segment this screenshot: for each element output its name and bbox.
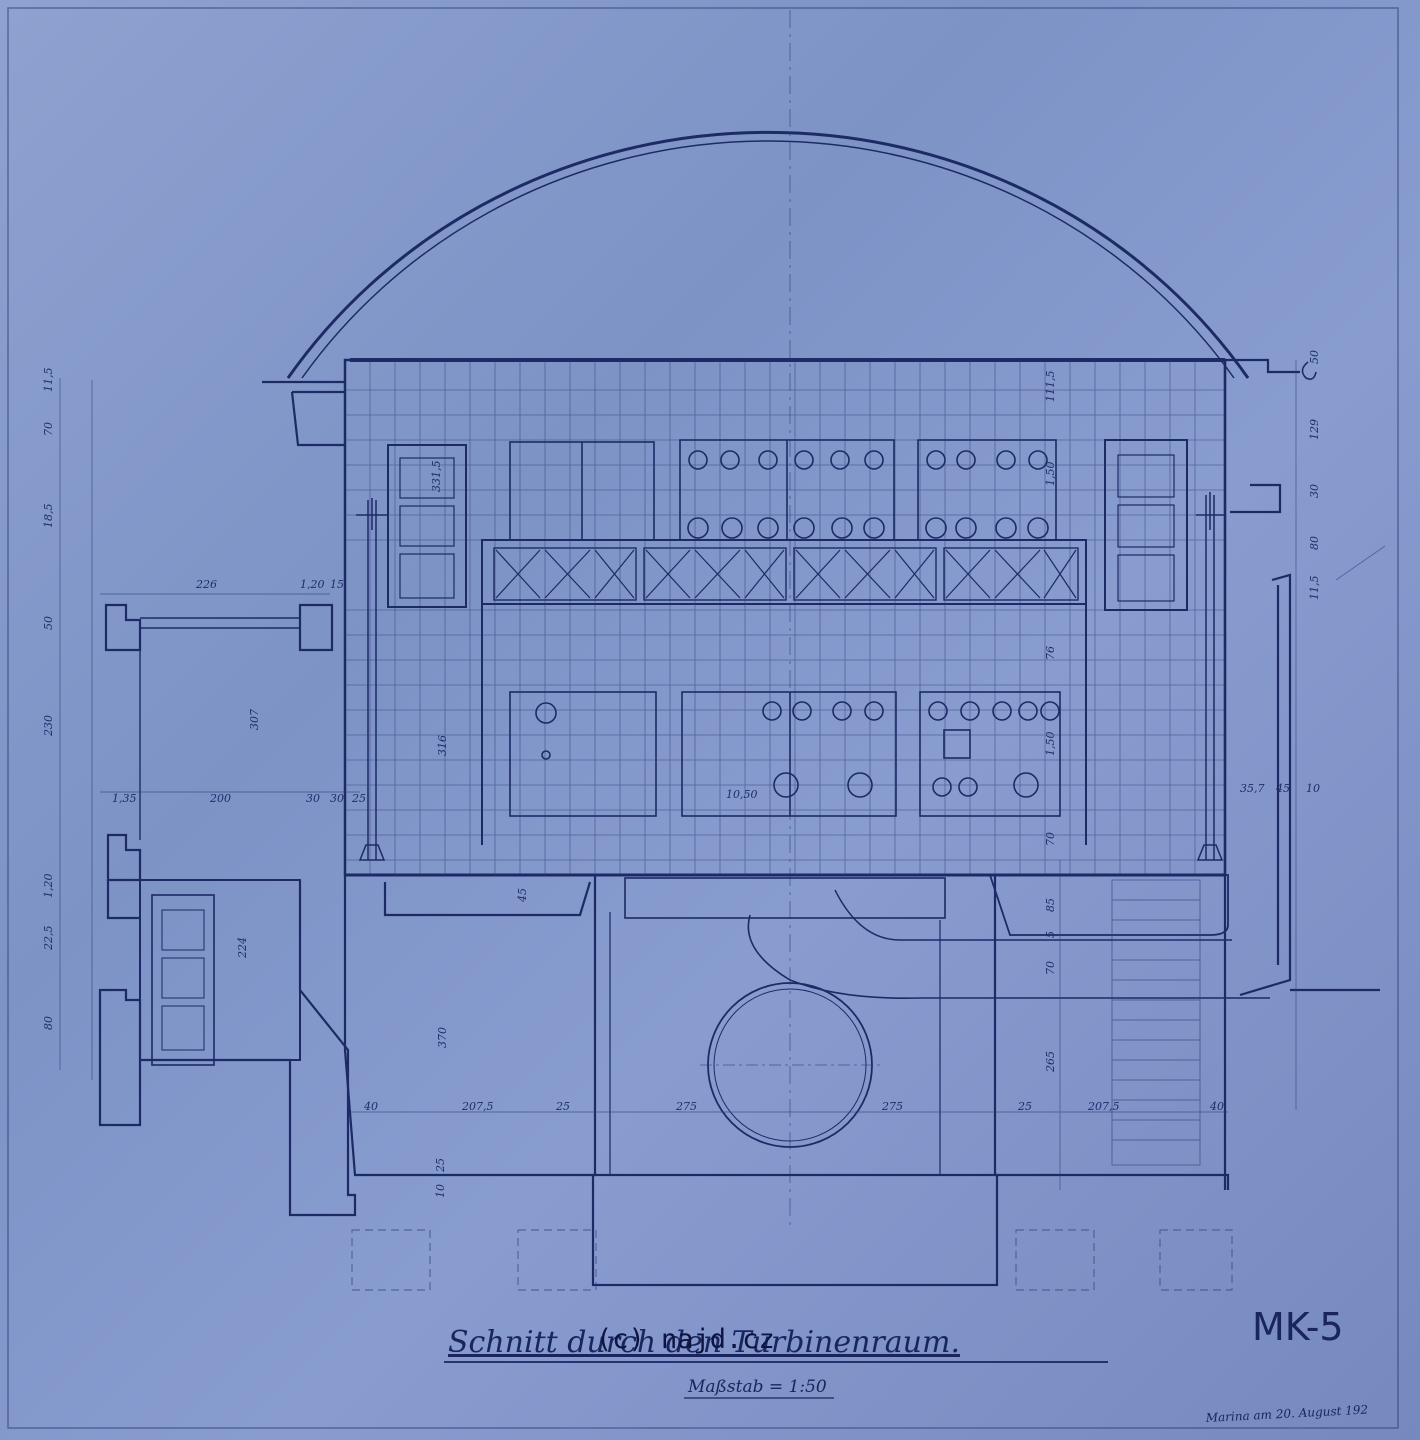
switchboard-lower <box>509 691 1061 817</box>
lower-left-room <box>139 879 357 1217</box>
hall-door-right <box>1104 439 1188 611</box>
dim-label: 40 <box>1209 1100 1224 1113</box>
dim-label: 307 <box>248 709 261 730</box>
dim-label: 370 <box>436 1027 449 1048</box>
dim-label: 11,5 <box>42 368 55 393</box>
dim-label: 70 <box>42 422 55 436</box>
dim-label: 80 <box>42 1016 55 1030</box>
dim-label: 10 <box>1306 782 1320 795</box>
dim-label: 200 <box>209 792 231 805</box>
dim-label: 275 <box>881 1100 903 1113</box>
dim-label: 1,50 <box>1044 732 1057 757</box>
gallery-railing <box>481 539 1087 845</box>
dim-label: 265 <box>1044 1051 1057 1073</box>
left-annex <box>98 380 345 1127</box>
dim-label: 18,5 <box>42 504 55 529</box>
dim-label: 111,5 <box>1044 371 1057 403</box>
dim-label: 30 <box>1308 484 1321 498</box>
dim-label: 80 <box>1308 536 1321 550</box>
dim-label: 10,50 <box>726 788 758 801</box>
dim-label: 10 <box>434 1184 447 1198</box>
dim-label: 1,20 <box>300 578 325 591</box>
dim-label: 25 <box>555 1100 570 1113</box>
dim-label: 25 <box>1017 1100 1032 1113</box>
drawing-date: Marina am 20. August 192 <box>1204 1403 1368 1426</box>
dim-label: 11,5 <box>1308 576 1321 601</box>
foundations <box>351 1229 1233 1291</box>
dim-label: 275 <box>675 1100 697 1113</box>
dim-label: 30 <box>306 792 320 805</box>
dome-arch <box>286 10 1250 1230</box>
dim-label: 207,5 <box>1087 1100 1120 1113</box>
dim-label: 40 <box>363 1100 378 1113</box>
drawing-caption: Schnitt durch den Turbinenraum. <box>448 1325 960 1360</box>
dim-label: 30 <box>330 792 344 805</box>
sheet-code: MK-5 <box>1252 1305 1344 1349</box>
dim-label: 1,35 <box>112 792 137 805</box>
dim-label: 1,50 <box>1044 462 1057 487</box>
lamp-post-right <box>1196 492 1226 861</box>
dim-label: 45 <box>516 888 529 903</box>
dim-label: 70 <box>1044 832 1057 846</box>
dim-label: 50 <box>42 616 55 630</box>
dim-label: 331,5 <box>430 461 443 493</box>
watermark-text: (c) najd.cz <box>596 1324 775 1355</box>
basement-stair <box>1111 879 1201 1166</box>
dim-label: 316 <box>436 735 449 756</box>
dim-label: 129 <box>1308 419 1321 440</box>
dim-label: 35,7 <box>1240 782 1265 795</box>
dim-label: 226 <box>195 578 217 591</box>
dim-label: 5 <box>1044 931 1057 938</box>
dim-label: 25 <box>434 1158 447 1173</box>
dim-label: 76 <box>1044 646 1057 660</box>
lamp-post-left <box>356 498 388 861</box>
dim-label: 50 <box>1308 350 1321 364</box>
dim-label: 1,20 <box>42 874 55 899</box>
dim-label: 230 <box>42 715 55 737</box>
dimension-lines <box>59 360 1386 1190</box>
drawing-scale: Maßstab = 1:50 <box>687 1377 827 1397</box>
dim-label: 70 <box>1044 961 1057 975</box>
dim-label: 15 <box>330 578 344 591</box>
dim-label: 85 <box>1044 898 1057 912</box>
dimension-labels: 11,5 70 18,5 50 230 1,35 200 226 1,20 15… <box>42 350 1321 1198</box>
sheet-border <box>7 7 1399 1429</box>
right-wall-profile <box>1223 358 1380 1190</box>
dim-label: 22,5 <box>42 926 55 952</box>
dim-label: 207,5 <box>461 1100 494 1113</box>
hall-door-left <box>387 444 467 608</box>
dim-label: 25 <box>351 792 366 805</box>
turbine-pit <box>343 874 1270 1287</box>
dim-label: 224 <box>236 937 249 959</box>
dim-label: 45 <box>1275 782 1290 795</box>
